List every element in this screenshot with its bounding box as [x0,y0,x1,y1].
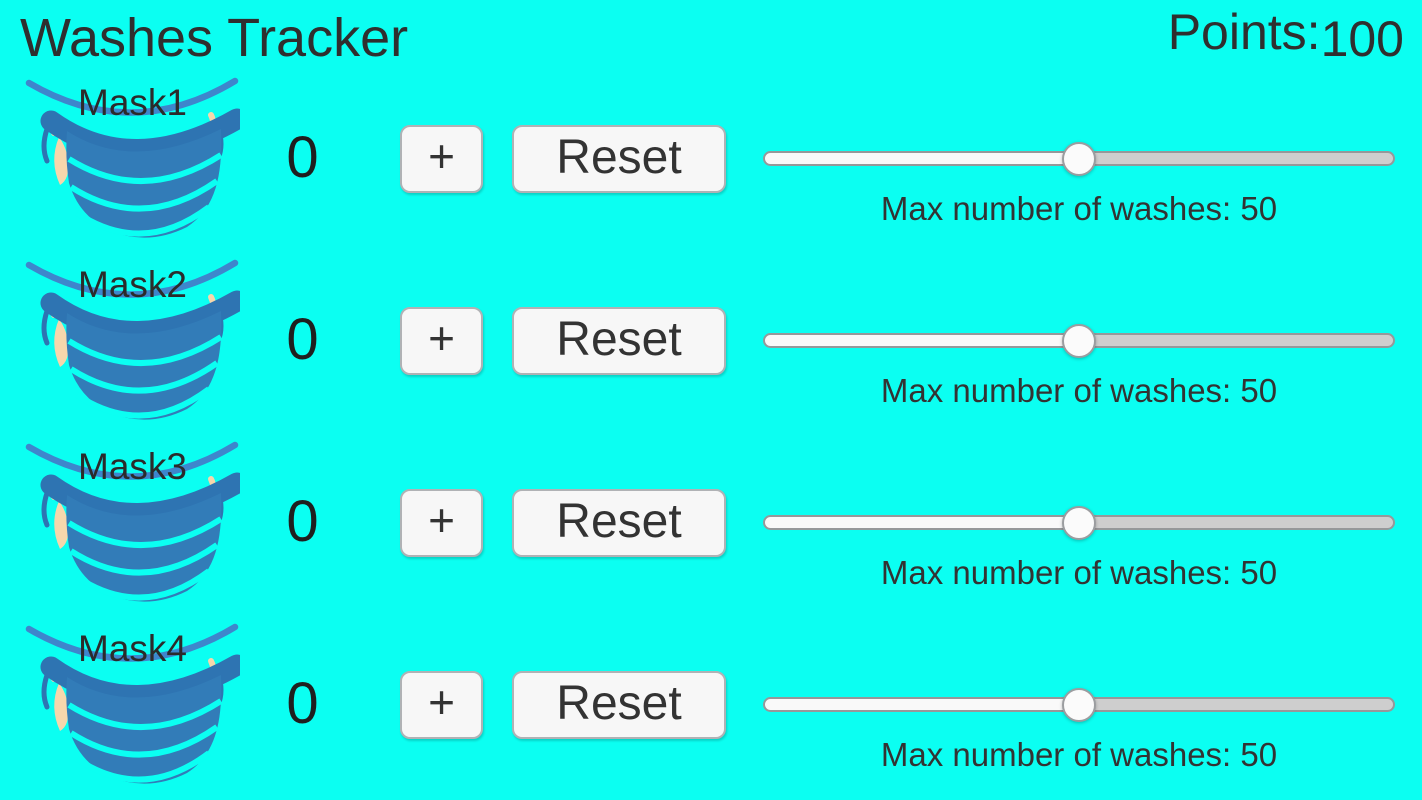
max-washes-slider[interactable] [763,142,1395,176]
increment-button[interactable]: + [400,307,483,375]
mask-icon: Mask3 [25,441,240,606]
max-washes-slider[interactable] [763,506,1395,540]
reset-button[interactable]: Reset [512,489,726,557]
mask-icon: Mask2 [25,259,240,424]
reset-button[interactable]: Reset [512,125,726,193]
mask-row: Mask4 0 + Reset Max number of washes: 50 [0,621,1422,800]
increment-button[interactable]: + [400,671,483,739]
max-washes-slider[interactable] [763,688,1395,722]
mask-row: Mask2 0 + Reset Max number of washes: 50 [0,257,1422,439]
max-washes-label: Max number of washes: 50 [880,554,1278,591]
points-value: 100 [1320,11,1404,67]
max-washes-label: Max number of washes: 50 [880,190,1278,227]
increment-button[interactable]: + [400,125,483,193]
mask-label: Mask3 [78,446,187,487]
increment-button[interactable]: + [400,489,483,557]
page-title: Washes Tracker [20,8,409,68]
mask-row: Mask3 0 + Reset Max number of washes: 50 [0,439,1422,621]
mask-label: Mask1 [78,82,187,123]
mask-icon: Mask4 [25,623,240,788]
wash-count-value: 0 [286,489,319,554]
max-washes-label: Max number of washes: 50 [880,372,1278,409]
points-label: Points: [1167,4,1321,60]
max-washes-slider[interactable] [763,324,1395,358]
reset-button[interactable]: Reset [512,671,726,739]
wash-count-value: 0 [286,125,319,190]
slider-thumb[interactable] [1062,324,1096,358]
mask-label: Mask2 [78,264,187,305]
max-washes-label: Max number of washes: 50 [880,736,1278,773]
mask-row: Mask1 0 + Reset Max number of washes: 50 [0,75,1422,257]
mask-icon: Mask1 [25,77,240,242]
wash-count-value: 0 [286,307,319,372]
slider-thumb[interactable] [1062,688,1096,722]
slider-thumb[interactable] [1062,506,1096,540]
wash-count-value: 0 [286,671,319,736]
points-display: Points:100 [1167,2,1404,67]
mask-label: Mask4 [78,628,187,669]
reset-button[interactable]: Reset [512,307,726,375]
slider-thumb[interactable] [1062,142,1096,176]
